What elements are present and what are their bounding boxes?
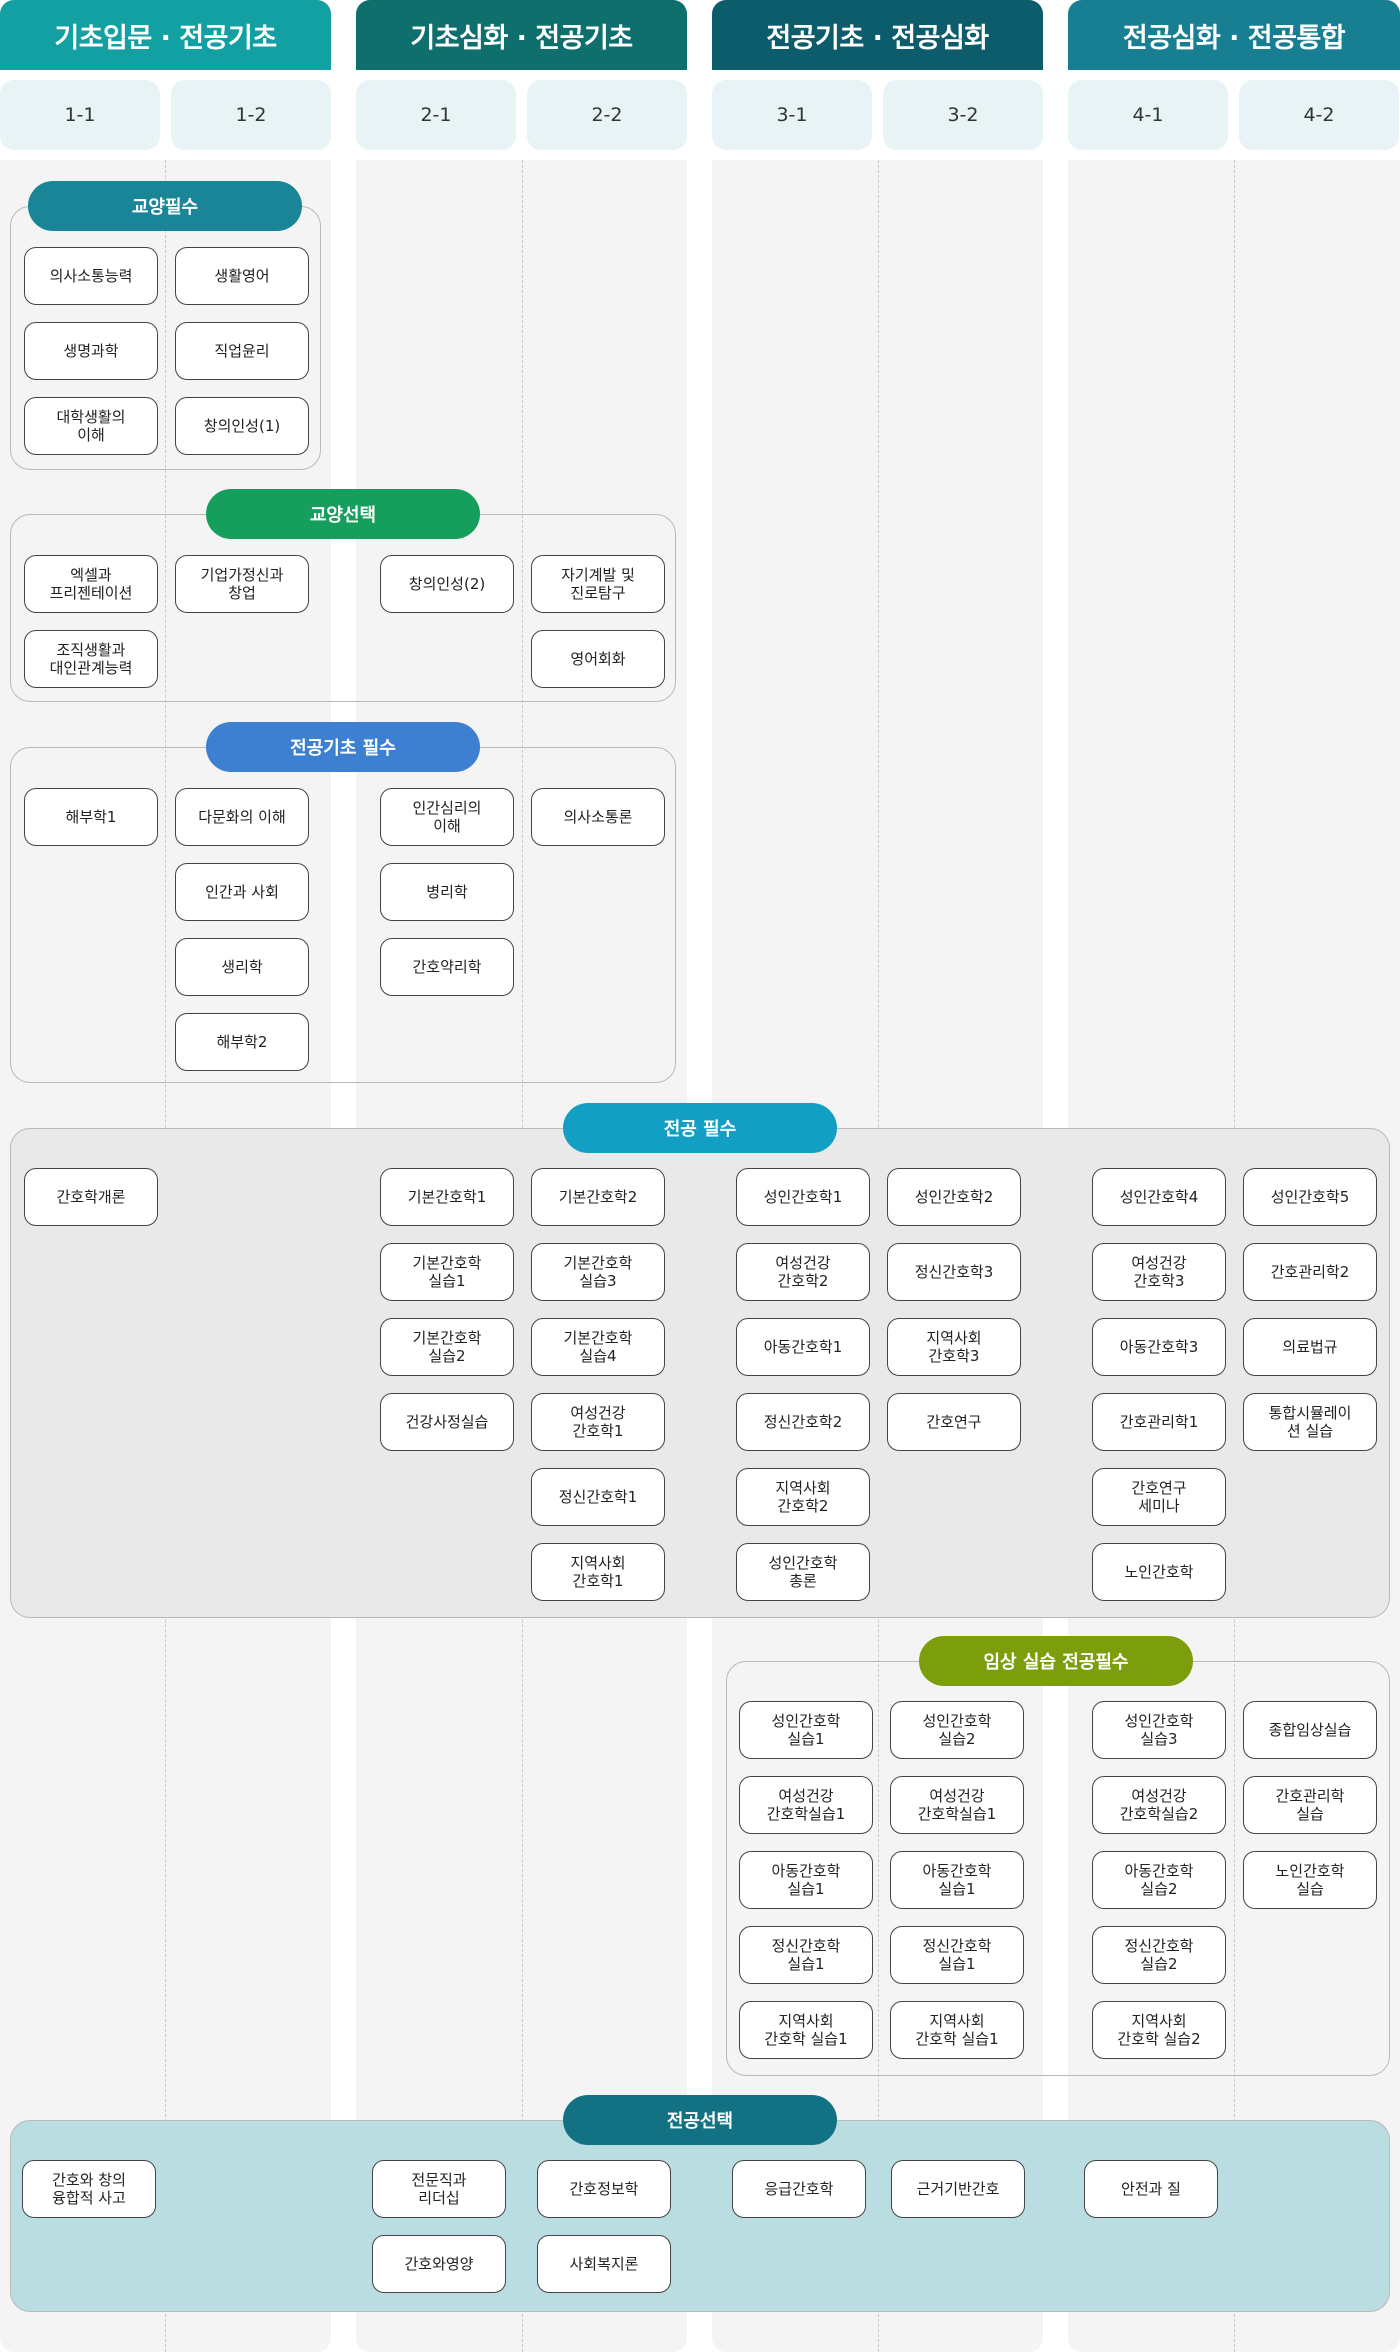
course-box: 기본간호학 실습1 (380, 1243, 514, 1301)
course-box: 종합임상실습 (1243, 1701, 1377, 1759)
year-header-1: 기초입문 · 전공기초 (0, 0, 331, 70)
course-box: 직업윤리 (175, 322, 309, 380)
course-box: 여성건강 간호학3 (1092, 1243, 1226, 1301)
course-box: 성인간호학 실습2 (890, 1701, 1024, 1759)
course-box: 정신간호학 실습1 (890, 1926, 1024, 1984)
course-box: 지역사회 간호학 실습2 (1092, 2001, 1226, 2059)
course-box: 여성건강 간호학실습1 (890, 1776, 1024, 1834)
course-box: 다문화의 이해 (175, 788, 309, 846)
course-box: 창의인성(1) (175, 397, 309, 455)
course-box: 기업가정신과 창업 (175, 555, 309, 613)
course-box: 정신간호학3 (887, 1243, 1021, 1301)
year-header-3: 전공기초 · 전공심화 (712, 0, 1043, 70)
course-box: 간호관리학2 (1243, 1243, 1377, 1301)
course-box: 성인간호학4 (1092, 1168, 1226, 1226)
course-box: 정신간호학2 (736, 1393, 870, 1451)
year-header-4: 전공심화 · 전공통합 (1068, 0, 1400, 70)
course-box: 간호와영양 (372, 2235, 506, 2293)
course-box: 해부학1 (24, 788, 158, 846)
course-box: 간호정보학 (537, 2160, 671, 2218)
course-box: 아동간호학3 (1092, 1318, 1226, 1376)
course-box: 기본간호학 실습2 (380, 1318, 514, 1376)
course-box: 여성건강 간호학실습1 (739, 1776, 873, 1834)
course-box: 성인간호학5 (1243, 1168, 1377, 1226)
course-box: 병리학 (380, 863, 514, 921)
course-box: 안전과 질 (1084, 2160, 1218, 2218)
semester-tab: 2-2 (527, 80, 687, 150)
course-box: 의사소통론 (531, 788, 665, 846)
course-box: 생활영어 (175, 247, 309, 305)
year-header-2: 기초심화 · 전공기초 (356, 0, 687, 70)
course-box: 여성건강 간호학실습2 (1092, 1776, 1226, 1834)
course-box: 근거기반간호 (891, 2160, 1025, 2218)
course-box: 창의인성(2) (380, 555, 514, 613)
course-box: 지역사회 간호학3 (887, 1318, 1021, 1376)
course-box: 간호관리학 실습 (1243, 1776, 1377, 1834)
course-box: 전문직과 리더십 (372, 2160, 506, 2218)
semester-tab: 4-2 (1239, 80, 1399, 150)
course-box: 인간과 사회 (175, 863, 309, 921)
course-box: 성인간호학2 (887, 1168, 1021, 1226)
course-box: 영어회화 (531, 630, 665, 688)
semester-tab: 4-1 (1068, 80, 1228, 150)
semester-tab: 3-1 (712, 80, 872, 150)
course-box: 아동간호학1 (736, 1318, 870, 1376)
semester-tab: 1-2 (171, 80, 331, 150)
course-box: 사회복지론 (537, 2235, 671, 2293)
course-box: 아동간호학 실습2 (1092, 1851, 1226, 1909)
pill-general-elective: 교양선택 (206, 489, 480, 539)
semester-tab: 2-1 (356, 80, 516, 150)
pill-clinical-required: 임상 실습 전공필수 (919, 1636, 1193, 1686)
course-box: 해부학2 (175, 1013, 309, 1071)
pill-major-basic-required: 전공기초 필수 (206, 722, 480, 772)
course-box: 성인간호학 총론 (736, 1543, 870, 1601)
course-box: 건강사정실습 (380, 1393, 514, 1451)
course-box: 지역사회 간호학 실습1 (890, 2001, 1024, 2059)
course-box: 통합시뮬레이 션 실습 (1243, 1393, 1377, 1451)
course-box: 간호관리학1 (1092, 1393, 1226, 1451)
course-box: 정신간호학1 (531, 1468, 665, 1526)
course-box: 엑셀과 프리젠테이션 (24, 555, 158, 613)
semester-tab: 3-2 (883, 80, 1043, 150)
course-box: 정신간호학 실습1 (739, 1926, 873, 1984)
course-box: 생리학 (175, 938, 309, 996)
course-box: 노인간호학 실습 (1243, 1851, 1377, 1909)
course-box: 지역사회 간호학1 (531, 1543, 665, 1601)
course-box: 성인간호학 실습1 (739, 1701, 873, 1759)
course-box: 간호연구 세미나 (1092, 1468, 1226, 1526)
course-box: 기본간호학1 (380, 1168, 514, 1226)
course-box: 자기계발 및 진로탐구 (531, 555, 665, 613)
course-box: 조직생활과 대인관계능력 (24, 630, 158, 688)
course-box: 노인간호학 (1092, 1543, 1226, 1601)
course-box: 성인간호학 실습3 (1092, 1701, 1226, 1759)
course-box: 간호연구 (887, 1393, 1021, 1451)
pill-major-elective: 전공선택 (563, 2095, 837, 2145)
course-box: 성인간호학1 (736, 1168, 870, 1226)
course-box: 기본간호학 실습4 (531, 1318, 665, 1376)
course-box: 지역사회 간호학 실습1 (739, 2001, 873, 2059)
course-box: 기본간호학 실습3 (531, 1243, 665, 1301)
pill-general-required: 교양필수 (28, 181, 302, 231)
course-box: 인간심리의 이해 (380, 788, 514, 846)
course-box: 아동간호학 실습1 (890, 1851, 1024, 1909)
course-box: 응급간호학 (732, 2160, 866, 2218)
course-box: 여성건강 간호학1 (531, 1393, 665, 1451)
course-box: 아동간호학 실습1 (739, 1851, 873, 1909)
course-box: 의사소통능력 (24, 247, 158, 305)
course-box: 간호와 창의 융합적 사고 (22, 2160, 156, 2218)
course-box: 간호학개론 (24, 1168, 158, 1226)
course-box: 생명과학 (24, 322, 158, 380)
semester-tab: 1-1 (0, 80, 160, 150)
course-box: 정신간호학 실습2 (1092, 1926, 1226, 1984)
course-box: 대학생활의 이해 (24, 397, 158, 455)
pill-major-required: 전공 필수 (563, 1103, 837, 1153)
course-box: 여성건강 간호학2 (736, 1243, 870, 1301)
course-box: 간호약리학 (380, 938, 514, 996)
course-box: 의료법규 (1243, 1318, 1377, 1376)
course-box: 기본간호학2 (531, 1168, 665, 1226)
course-box: 지역사회 간호학2 (736, 1468, 870, 1526)
